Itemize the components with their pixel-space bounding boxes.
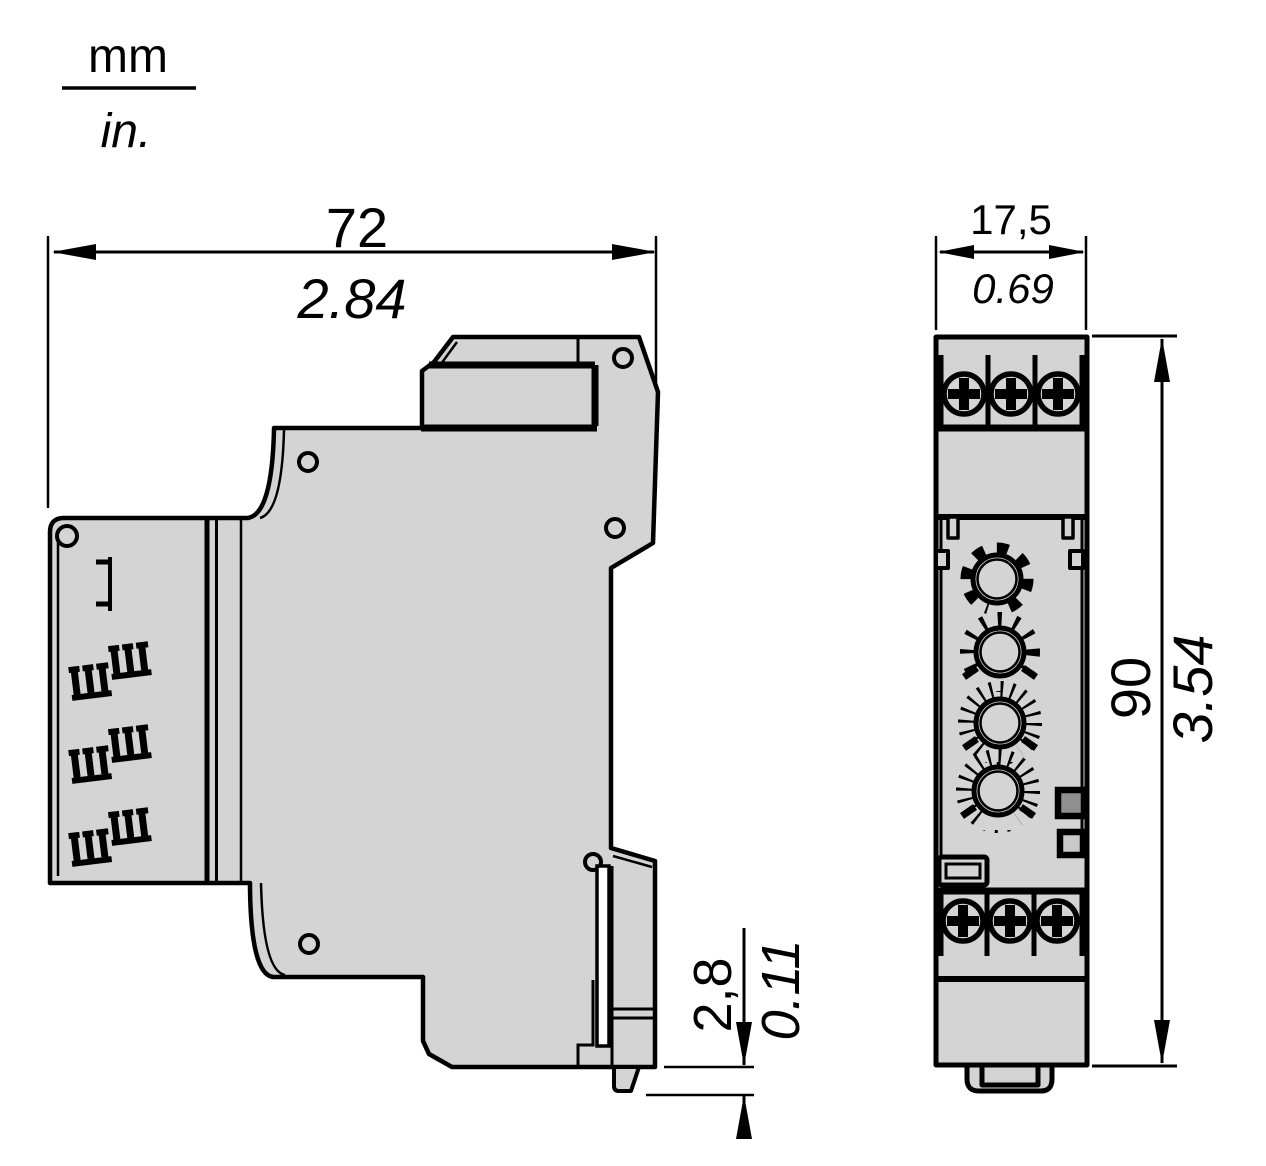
- fillet-inner-line-top: [259, 429, 286, 520]
- clip-mm-value: 2,8: [683, 957, 743, 1032]
- adjustment-knob-1: [960, 542, 1034, 624]
- fillet-inner-line-bottom: [259, 882, 286, 977]
- terminal-clip-bracket: [96, 557, 112, 611]
- terminal-screw-top-3: [1035, 371, 1081, 417]
- arrowhead-down-icon: [736, 1022, 752, 1066]
- terminal-screw-bottom-1: [940, 898, 986, 944]
- terminal-comb-row-2: [68, 724, 152, 784]
- led-indicator-1: [1054, 786, 1088, 820]
- terminal-screw-bottom-3: [1034, 898, 1080, 944]
- width-inch-value: 2.84: [297, 267, 407, 330]
- units-imperial-label: in.: [101, 105, 152, 158]
- din-rail-slot: [595, 864, 611, 1048]
- adjustment-knob-2: [960, 612, 1040, 692]
- pin-hole-upper-left: [297, 451, 319, 473]
- width-mm-value: 72: [326, 196, 388, 259]
- terminal-screw-top-2: [988, 371, 1034, 417]
- side-view-outline: [47, 334, 661, 1070]
- arrowhead-up-icon: [1154, 338, 1170, 382]
- pin-hole-right-mid: [604, 517, 626, 539]
- terminal-comb-row-3: [68, 807, 152, 867]
- arrowhead-left-icon: [52, 244, 96, 260]
- pin-hole-lower-right: [583, 852, 603, 872]
- side-view: [47, 334, 661, 1093]
- dimension-depth: 17,5 0.69: [934, 196, 1088, 330]
- units-fraction-label: mm in.: [62, 30, 196, 158]
- lower-block-step: [576, 980, 595, 1066]
- dimension-clip-clearance: 2,8 0.11: [646, 928, 811, 1139]
- adjustment-knob-4: [956, 749, 1040, 833]
- marker-window: [936, 854, 990, 888]
- units-metric-label: mm: [88, 30, 168, 83]
- arrowhead-up-icon: [736, 1095, 752, 1139]
- pin-hole-lower-left: [298, 933, 320, 955]
- clip-inch-value: 0.11: [751, 939, 811, 1040]
- depth-inch-value: 0.69: [972, 265, 1054, 312]
- height-mm-value: 90: [1099, 657, 1162, 719]
- terminal-screw-top-1: [941, 371, 987, 417]
- rail-hook-inner-line: [612, 854, 653, 869]
- front-view: [933, 334, 1090, 1094]
- arrowhead-right-icon: [612, 244, 656, 260]
- led-indicator-2: [1056, 828, 1087, 859]
- terminal-cover-outline: [421, 339, 599, 432]
- height-inch-value: 3.54: [1161, 635, 1224, 744]
- dimension-width: 72 2.84: [46, 196, 658, 508]
- front-strip-lines: [56, 518, 243, 883]
- pin-hole-top-right: [612, 347, 634, 369]
- din-clip-foot-front: [964, 1062, 1055, 1094]
- din-clip-foot-side: [612, 1065, 641, 1093]
- terminal-comb-row-1: [68, 641, 152, 701]
- arrowhead-down-icon: [1154, 1020, 1170, 1064]
- terminal-screw-bottom-2: [987, 898, 1033, 944]
- depth-mm-value: 17,5: [970, 196, 1052, 243]
- top-terminal-block: [936, 355, 1087, 432]
- pin-hole-front-corner: [55, 524, 79, 548]
- arrowhead-right-icon: [1049, 245, 1085, 259]
- dimension-height: 90 3.54: [1092, 334, 1224, 1068]
- arrowhead-left-icon: [938, 245, 974, 259]
